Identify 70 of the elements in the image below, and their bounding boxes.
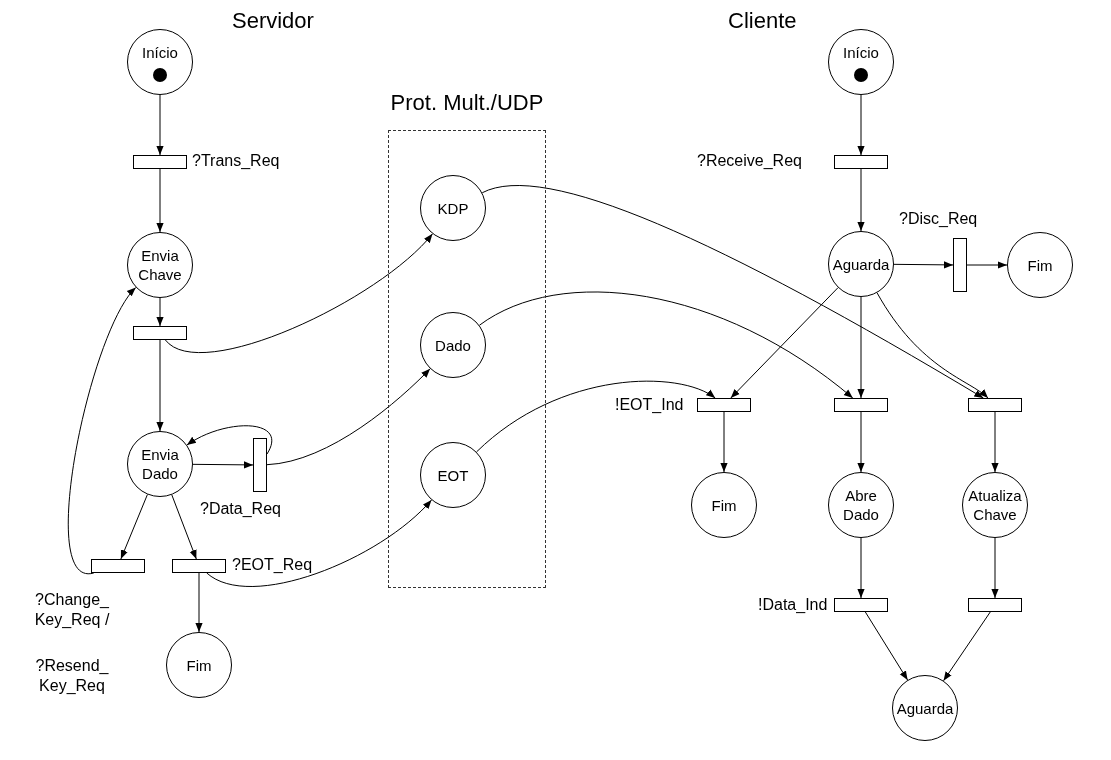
arc-arrow [206, 499, 432, 587]
place-label: Atualiza Chave [967, 486, 1023, 524]
arc-arrow [156, 339, 164, 432]
transition-label: ?Data_Req [200, 499, 281, 519]
arc-arrow [478, 291, 854, 399]
arc-arrow [156, 297, 164, 327]
arc-arrow [857, 296, 865, 399]
place-label: Fim [1027, 255, 1053, 275]
arc-arrow [156, 94, 164, 156]
transition-label: ?Disc_Req [899, 209, 978, 229]
transition-bar [91, 559, 145, 573]
transition-bar [133, 155, 187, 169]
arc-arrow [857, 537, 865, 599]
arc-arrow [120, 494, 148, 560]
column-heading: Servidor [232, 7, 314, 35]
place-label: Fim [186, 655, 212, 675]
group-heading: Prot. Mult./UDP [389, 89, 545, 117]
place-label: Envia Dado [140, 445, 180, 483]
arc-arrow [857, 94, 865, 156]
transition-label: ?Change_ Key_Req / [33, 590, 111, 630]
transition-bar [834, 398, 888, 412]
transition-bar [133, 326, 187, 340]
arc-arrow [156, 168, 164, 233]
transition-bar [953, 238, 967, 292]
arc-arrow [857, 168, 865, 232]
transition-bar [968, 598, 1022, 612]
place-label: Aguarda [832, 254, 890, 274]
transition-bar [834, 598, 888, 612]
place-label: Fim [711, 495, 737, 515]
place-label: Envia Chave [137, 246, 183, 284]
place-label: Início [142, 42, 178, 62]
column-heading: Cliente [728, 7, 797, 35]
place-label: Dado [435, 335, 471, 355]
transition-bar [834, 155, 888, 169]
arc-arrow [876, 292, 989, 399]
arc-arrow [991, 537, 999, 599]
arc-arrow [730, 287, 839, 399]
transition-label: ?Receive_Req [697, 151, 802, 171]
arc-arrow [893, 261, 954, 269]
arc-arrow [966, 261, 1008, 269]
arc-arrow [186, 425, 273, 455]
arc-arrow [67, 286, 137, 574]
arc-arrow [943, 611, 991, 682]
place-circle [420, 312, 486, 378]
arc-arrow [991, 411, 999, 473]
arc-arrow [720, 411, 728, 473]
arc-arrow [476, 380, 716, 453]
place-circle [420, 442, 486, 508]
transition-bar [697, 398, 751, 412]
transition-label: ?Trans_Req [192, 151, 280, 171]
transition-label: !Data_Ind [758, 595, 828, 615]
transition-bar [968, 398, 1022, 412]
place-label: Abre Dado [842, 486, 880, 524]
transition-bar [172, 559, 226, 573]
arc-arrow [857, 411, 865, 473]
arc-arrow [864, 611, 909, 681]
place-label: Aguarda [896, 698, 954, 718]
arc-arrow [266, 368, 431, 466]
arc-arrow [171, 494, 197, 560]
transition-label: ?EOT_Req [232, 555, 313, 575]
place-label: EOT [437, 465, 469, 485]
place-label: Início [843, 42, 879, 62]
arc-arrow [192, 461, 254, 469]
transition-label: !EOT_Ind [615, 395, 684, 415]
arc-arrow [164, 233, 433, 353]
arc-arrow [481, 185, 984, 399]
transition-label: ?Resend_ Key_Req [34, 656, 110, 696]
place-label: KDP [437, 198, 469, 218]
arc-arrow [195, 572, 203, 633]
transition-bar [253, 438, 267, 492]
